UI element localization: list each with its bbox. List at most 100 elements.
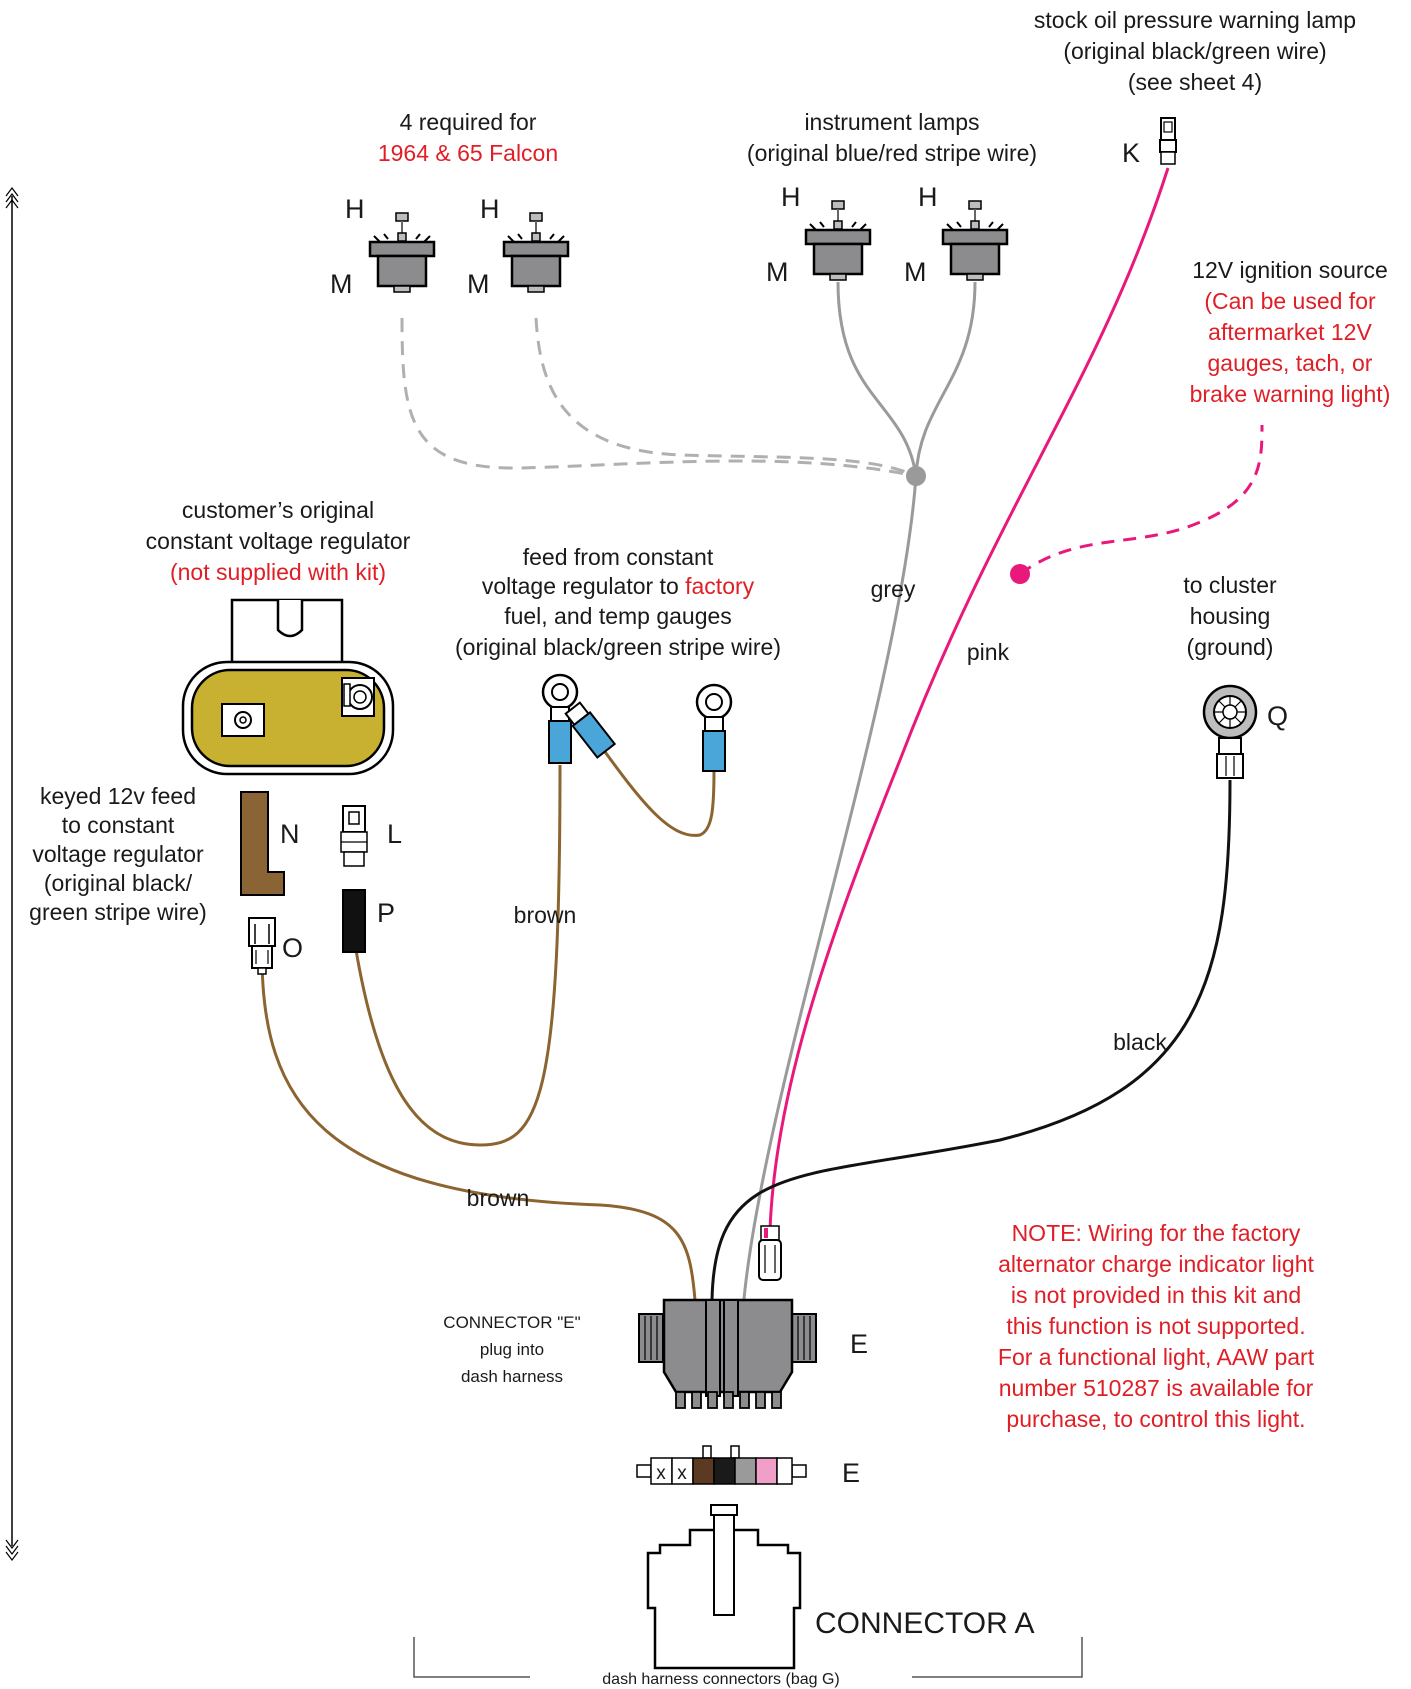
label-wire-black: black	[1113, 1029, 1167, 1055]
label-keyed-2: to constant	[62, 812, 175, 838]
letter-p: P	[377, 898, 395, 928]
label-cluster-1: to cluster	[1183, 572, 1277, 598]
label-cluster-2: housing	[1190, 603, 1271, 629]
letter-e-1: E	[850, 1329, 868, 1359]
letter-h-1: H	[345, 194, 365, 224]
voltage-regulator	[181, 598, 395, 776]
label-feed-3: fuel, and temp gauges	[504, 603, 732, 629]
label-note-2: alternator charge indicator light	[998, 1251, 1314, 1277]
label-feed-2a: voltage regulator to	[482, 573, 685, 599]
label-bag-g: dash harness connectors (bag G)	[602, 1671, 839, 1688]
connector-e-pinout: x x	[636, 1445, 807, 1485]
bulb-falcon-2	[502, 211, 570, 294]
letter-l: L	[387, 819, 402, 849]
k-connector	[1159, 117, 1177, 165]
pink-wire	[768, 167, 1170, 1231]
letter-m-2: M	[467, 269, 490, 299]
label-ign-2: (Can be used for	[1204, 288, 1376, 314]
label-wire-grey: grey	[871, 576, 916, 602]
label-cluster-3: (ground)	[1187, 634, 1274, 660]
label-keyed-4: (original black/	[44, 870, 193, 896]
pink-wire-terminal	[758, 1225, 782, 1281]
n-terminal	[240, 791, 285, 896]
grey-wire-main	[741, 475, 918, 1311]
pin-x-2: x	[677, 1463, 687, 1484]
label-wire-brown-1: brown	[514, 902, 577, 928]
label-cvr-1: customer’s original	[182, 497, 374, 523]
grey-wire-lamp-1	[836, 281, 918, 477]
label-feed-2b: factory	[685, 573, 755, 599]
letter-k: K	[1122, 138, 1140, 168]
label-ign-1: 12V ignition source	[1192, 257, 1388, 283]
label-feed-1: feed from constant	[523, 544, 714, 570]
letter-h-3: H	[781, 182, 801, 212]
letter-n: N	[280, 819, 300, 849]
bulb-lamp-2	[941, 199, 1009, 282]
p-sleeve	[342, 889, 366, 953]
brown-wire-rings	[598, 744, 716, 837]
dashed-wire-falcon-right	[534, 317, 917, 478]
o-connector	[248, 917, 276, 975]
brown-wire-p	[354, 764, 562, 1147]
grey-splice	[906, 466, 926, 486]
label-note-7: purchase, to control this light.	[1006, 1406, 1305, 1432]
label-ign-5: brake warning light)	[1190, 381, 1391, 407]
letter-h-2: H	[480, 194, 500, 224]
label-note-1: NOTE: Wiring for the factory	[1012, 1220, 1301, 1246]
label-note-6: number 510287 is available for	[999, 1375, 1314, 1401]
label-oil-lamp-2: (original black/green wire)	[1063, 38, 1326, 64]
label-connector-e-3: dash harness	[461, 1367, 563, 1386]
l-connector	[340, 805, 368, 867]
label-instrument-lamps-wire: (original blue/red stripe wire)	[747, 140, 1037, 166]
label-cvr-3: (not supplied with kit)	[170, 559, 386, 585]
pin-x-1: x	[656, 1463, 666, 1484]
connector-e-housing	[638, 1298, 817, 1409]
label-note-5: For a functional light, AAW part	[998, 1344, 1315, 1370]
grey-wire-lamp-2	[914, 281, 977, 477]
label-connector-e-1: CONNECTOR "E"	[443, 1313, 580, 1332]
bag-g-bracket	[413, 1637, 1083, 1678]
label-instrument-lamps: instrument lamps	[804, 109, 979, 135]
ring-terminal-pair	[541, 673, 617, 764]
label-keyed-3: voltage regulator	[32, 841, 204, 867]
letter-h-4: H	[918, 182, 938, 212]
label-cvr-2: constant voltage regulator	[146, 528, 411, 554]
label-feed-2: voltage regulator to factory	[482, 573, 755, 599]
letter-o: O	[282, 933, 303, 963]
bulb-lamp-1	[804, 199, 872, 282]
label-oil-lamp-3: (see sheet 4)	[1128, 69, 1262, 95]
brown-wire-o	[260, 954, 697, 1301]
pin-grey	[734, 1457, 757, 1485]
label-connector-a: CONNECTOR A	[815, 1607, 1034, 1640]
pink-dashed-wire	[1019, 424, 1264, 576]
dashed-wire-falcon-left	[400, 317, 917, 478]
label-oil-lamp-1: stock oil pressure warning lamp	[1034, 7, 1356, 33]
wires	[260, 167, 1264, 1311]
label-ign-3: aftermarket 12V	[1208, 319, 1372, 345]
label-keyed-5: green stripe wire)	[29, 899, 207, 925]
labels: 4 required for 1964 & 65 Falcon instrume…	[29, 7, 1390, 1688]
label-keyed-1: keyed 12v feed	[40, 783, 196, 809]
dimension-line	[5, 187, 19, 1561]
black-wire	[710, 779, 1232, 1301]
bulb-falcon-1	[368, 211, 436, 294]
letter-m-3: M	[766, 257, 789, 287]
letter-q: Q	[1267, 701, 1288, 731]
label-note-4: this function is not supported.	[1006, 1313, 1305, 1339]
pin-brown	[692, 1457, 715, 1485]
letter-m-1: M	[330, 269, 353, 299]
label-note-3: is not provided in this kit and	[1011, 1282, 1301, 1308]
pin-black	[713, 1457, 736, 1485]
pink-splice	[1010, 564, 1030, 584]
ring-terminal-single	[695, 683, 733, 772]
label-falcon: 1964 & 65 Falcon	[378, 140, 558, 166]
label-connector-e-2: plug into	[480, 1340, 544, 1359]
label-wire-brown-2: brown	[467, 1185, 530, 1211]
letter-e-2: E	[842, 1458, 860, 1488]
pin-pink	[755, 1457, 778, 1485]
label-four-required: 4 required for	[400, 109, 537, 135]
label-wire-pink: pink	[967, 639, 1010, 665]
connector-a	[646, 1504, 802, 1670]
label-feed-4: (original black/green stripe wire)	[455, 634, 781, 660]
